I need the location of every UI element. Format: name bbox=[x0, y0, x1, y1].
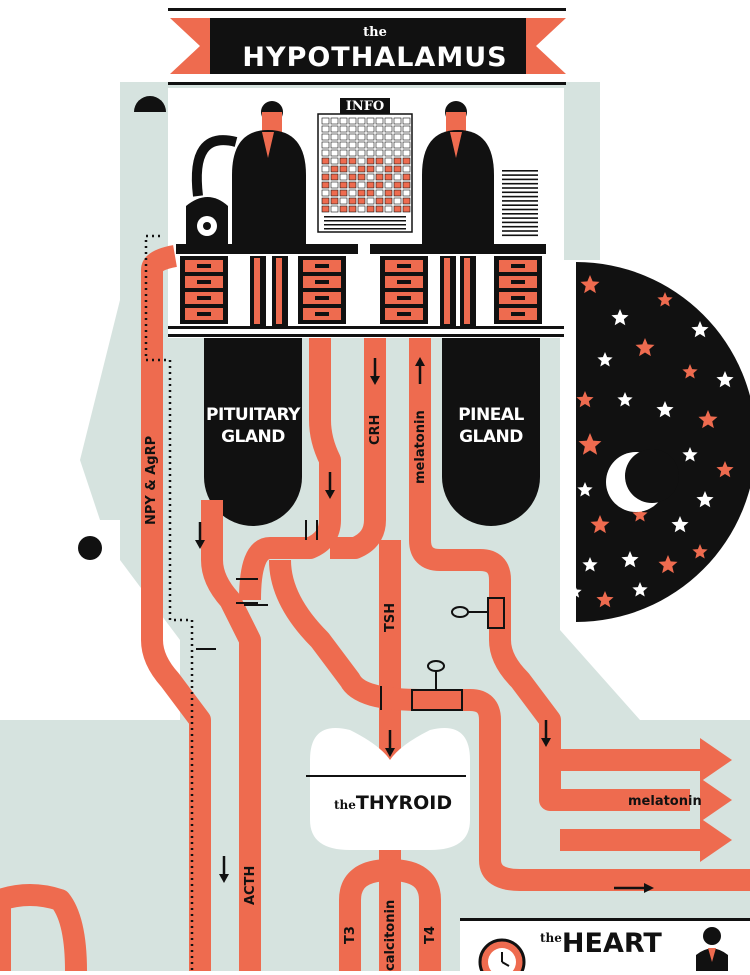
star-icon bbox=[621, 551, 639, 568]
star-icon bbox=[578, 433, 602, 455]
pipe-melatonin bbox=[409, 338, 690, 811]
star-icon bbox=[691, 321, 709, 338]
arrow-icon bbox=[219, 874, 229, 883]
right-clerk bbox=[422, 101, 494, 244]
thyroid-label: theTHYROID bbox=[334, 792, 452, 814]
page-title: HYPOTHALAMUS bbox=[242, 42, 508, 73]
thyroid-article: the bbox=[334, 798, 356, 812]
dotted-signal-line bbox=[144, 234, 194, 971]
hormone-label-calcitonin: calcitonin bbox=[383, 899, 398, 971]
arrow-icon bbox=[541, 738, 551, 747]
pituitary-line2: GLAND bbox=[221, 427, 285, 447]
star-icon bbox=[696, 491, 714, 508]
pineal-gland-label: PINEAL GLAND bbox=[442, 404, 540, 448]
star-icon bbox=[632, 507, 648, 522]
info-board-label: INFO bbox=[345, 99, 385, 114]
star-icon bbox=[656, 401, 674, 418]
pipe-npy bbox=[141, 245, 178, 330]
pipe-crh bbox=[330, 338, 386, 559]
star-icon bbox=[671, 516, 689, 533]
document-stack bbox=[500, 168, 540, 240]
star-icon bbox=[596, 591, 614, 608]
hormone-label-crh: CRH bbox=[368, 414, 383, 445]
pituitary-line1: PITUITARY bbox=[206, 405, 300, 425]
night-sky bbox=[568, 262, 750, 622]
hormone-label-acth: ACTH bbox=[243, 865, 258, 905]
pipe-couplings bbox=[196, 520, 382, 710]
heart-name: HEART bbox=[561, 928, 662, 959]
hormone-label-melatonin-horizontal: melatonin bbox=[628, 794, 702, 809]
arrow-icon bbox=[700, 778, 732, 822]
star-icon bbox=[611, 309, 629, 326]
star-icon bbox=[582, 557, 598, 572]
pipe-left-loop bbox=[0, 884, 87, 972]
pineal-line2: GLAND bbox=[459, 427, 523, 447]
arrow-icon bbox=[700, 818, 732, 862]
hormone-label-t3: T3 bbox=[343, 926, 358, 944]
star-icon bbox=[716, 371, 734, 388]
pipe-acth bbox=[201, 500, 261, 971]
telephone-icon bbox=[186, 197, 228, 244]
pipe-npy-down bbox=[141, 270, 211, 971]
clock-icon bbox=[478, 938, 526, 975]
dot-icon bbox=[78, 536, 102, 560]
person-icon bbox=[696, 927, 728, 971]
left-clerk bbox=[191, 101, 306, 244]
pineal-line1: PINEAL bbox=[458, 405, 524, 425]
valve-icon bbox=[411, 597, 505, 711]
arrow-icon bbox=[370, 376, 380, 385]
desks bbox=[168, 244, 564, 337]
header-article: the bbox=[363, 25, 387, 40]
star-icon bbox=[682, 364, 698, 379]
thyroid bbox=[306, 728, 470, 850]
star-icon bbox=[597, 352, 613, 367]
arrow-icon bbox=[325, 490, 335, 499]
arrow-icon bbox=[385, 748, 395, 757]
thyroid-name: THYROID bbox=[355, 792, 453, 814]
header-banner bbox=[168, 8, 566, 85]
star-icon bbox=[657, 292, 673, 307]
star-icon bbox=[692, 544, 708, 559]
info-board bbox=[317, 98, 413, 233]
star-icon bbox=[577, 482, 593, 497]
arrow-icon bbox=[195, 540, 205, 549]
pipe-crh-left bbox=[239, 338, 341, 601]
star-icon bbox=[658, 555, 678, 574]
star-icon bbox=[698, 410, 718, 429]
star-icon bbox=[617, 392, 633, 407]
hormone-label-tsh: TSH bbox=[383, 602, 398, 632]
arrow-icon bbox=[644, 883, 654, 893]
arrow-icon bbox=[700, 738, 732, 782]
pituitary-gland-label: PITUITARY GLAND bbox=[204, 404, 302, 448]
hormone-label-t4: T4 bbox=[423, 926, 438, 944]
heart-article: the bbox=[540, 931, 562, 945]
star-icon bbox=[632, 582, 648, 597]
star-icon bbox=[682, 447, 698, 462]
hormone-label-npy: NPY & AgRP bbox=[144, 435, 159, 525]
star-icon bbox=[716, 461, 734, 478]
star-icon bbox=[576, 391, 594, 408]
heart-label: theHEART bbox=[540, 928, 662, 959]
star-icon bbox=[590, 515, 610, 534]
star-icon bbox=[568, 585, 582, 598]
arrows bbox=[195, 357, 732, 893]
arrow-icon bbox=[415, 357, 425, 366]
heart-panel bbox=[460, 918, 750, 975]
star-icon bbox=[580, 275, 600, 294]
star-icon bbox=[635, 338, 655, 357]
hormone-label-melatonin-vertical: melatonin bbox=[413, 410, 428, 484]
moon-icon bbox=[606, 449, 679, 512]
